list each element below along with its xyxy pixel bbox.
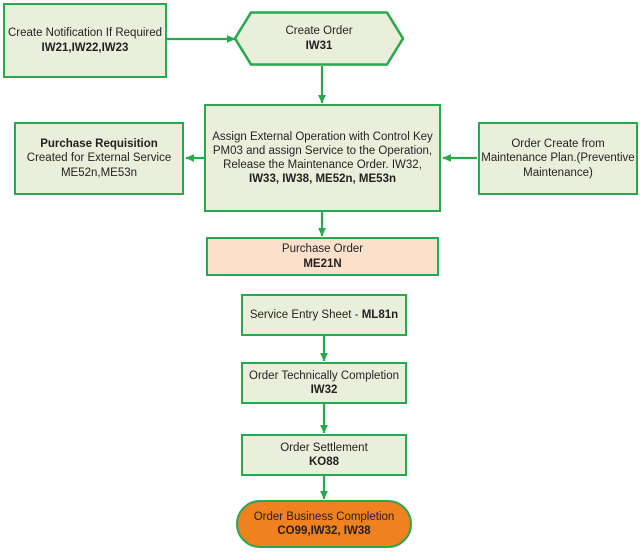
node-order-technically-completion[interactable]: Order Technically Completion IW32 bbox=[241, 362, 407, 404]
node-assign-external-line4: IW33, IW38, ME52n, ME53n bbox=[249, 173, 396, 186]
node-purchase-order-line1: Purchase Order bbox=[281, 243, 364, 256]
node-assign-external-line2: PM03 and assign Service to the Operation… bbox=[212, 144, 433, 157]
node-purchase-requisition-line3: ME52n,ME53n bbox=[60, 166, 138, 179]
node-order-tech-compl-line1: Order Technically Completion bbox=[249, 369, 399, 382]
node-order-create-plan-line1: Order Create from bbox=[511, 138, 605, 151]
node-assign-external-line3: Release the Maintenance Order. IW32, bbox=[223, 159, 422, 171]
node-order-business-completion[interactable]: Order Business Completion CO99,IW32, IW3… bbox=[236, 500, 412, 548]
node-order-tech-compl-line2: IW32 bbox=[310, 384, 338, 396]
node-service-entry-label: Service Entry Sheet - bbox=[249, 308, 362, 321]
node-purchase-requisition[interactable]: Purchase Requisition Created for Externa… bbox=[14, 122, 184, 195]
node-assign-external-line1: Assign External Operation with Control K… bbox=[212, 130, 433, 143]
node-order-create-plan-line2: Maintenance Plan.(Preventive bbox=[481, 152, 635, 165]
node-create-order-text: Create Order IW31 bbox=[234, 24, 404, 52]
node-purchase-requisition-line1: Purchase Requisition bbox=[40, 138, 158, 151]
node-create-notification-line2: IW21,IW22,IW23 bbox=[41, 41, 129, 54]
node-service-entry-sheet[interactable]: Service Entry Sheet - ML81n bbox=[241, 294, 407, 336]
node-create-notification[interactable]: Create Notification If Required IW21,IW2… bbox=[3, 3, 167, 78]
node-create-order-line2: IW31 bbox=[305, 39, 333, 52]
node-order-biz-compl-line1: Order Business Completion bbox=[253, 510, 395, 523]
node-order-settlement-line2: KO88 bbox=[308, 456, 340, 468]
node-purchase-requisition-line2: Created for External Service bbox=[26, 152, 172, 165]
node-create-order-line1: Create Order bbox=[285, 25, 353, 38]
node-purchase-order-line2: ME21N bbox=[303, 257, 342, 270]
node-order-settlement-line1: Order Settlement bbox=[280, 441, 368, 454]
node-order-biz-compl-line2: CO99,IW32, IW38 bbox=[277, 525, 371, 537]
node-assign-external-operation[interactable]: Assign External Operation with Control K… bbox=[204, 104, 441, 212]
node-order-settlement[interactable]: Order Settlement KO88 bbox=[241, 434, 407, 476]
node-create-notification-line1: Create Notification If Required bbox=[7, 27, 163, 40]
node-service-entry-line1: Service Entry Sheet - ML81n bbox=[250, 308, 398, 322]
node-order-create-from-maintenance-plan[interactable]: Order Create from Maintenance Plan.(Prev… bbox=[478, 122, 638, 195]
node-service-entry-tcode: ML81n bbox=[361, 308, 399, 321]
node-purchase-order[interactable]: Purchase Order ME21N bbox=[206, 237, 439, 276]
node-order-create-plan-line3: Maintenance) bbox=[523, 166, 593, 179]
node-create-order[interactable]: Create Order IW31 bbox=[234, 11, 404, 66]
